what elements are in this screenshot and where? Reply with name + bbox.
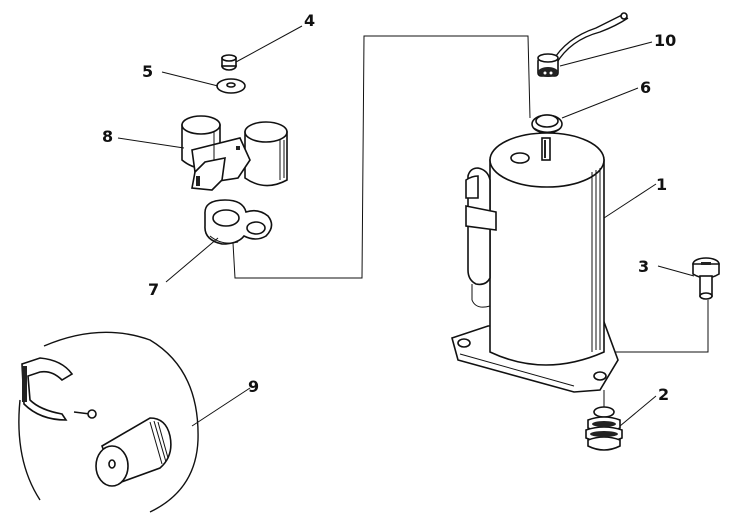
callout-8: 8 [102,127,113,146]
leader-8 [117,137,185,149]
callout-2: 2 [658,385,669,404]
callout-4: 4 [304,11,315,30]
part-1-compressor[interactable] [451,132,619,393]
callout-1: 1 [656,175,667,194]
leader-5 [161,71,219,87]
part-6-retaining-ring[interactable] [531,114,563,134]
callout-6: 6 [640,78,651,97]
part-4-nut[interactable] [221,54,237,71]
callout-9: 9 [248,377,259,396]
guide-line-base-to-3 [608,300,709,353]
part-5-washer[interactable] [216,78,246,94]
part-10-overload-protector[interactable] [537,12,629,77]
part-3-mounting-bolt[interactable] [692,257,720,300]
assembly-guide-lines [232,35,709,408]
guide-line-7-to-6 [232,35,531,279]
callout-numbers: 1 2 3 4 5 6 7 8 9 10 [102,11,676,404]
leader-4 [235,25,303,63]
leader-10 [559,41,653,67]
leader-7 [165,237,219,283]
callout-10: 10 [654,31,676,50]
callout-leaders [117,25,695,427]
leader-2 [619,395,657,427]
leader-6 [561,87,639,119]
part-7-gasket[interactable] [204,199,273,245]
part-8-terminal-cover[interactable] [181,115,288,191]
callout-3: 3 [638,257,649,276]
part-9-capacitor-detail[interactable] [18,331,199,513]
part-2-rubber-grommet[interactable] [585,406,623,451]
leader-3 [657,265,695,277]
callout-5: 5 [142,62,153,81]
leader-9 [191,387,251,427]
callout-7: 7 [148,280,159,299]
leader-1 [603,183,657,219]
